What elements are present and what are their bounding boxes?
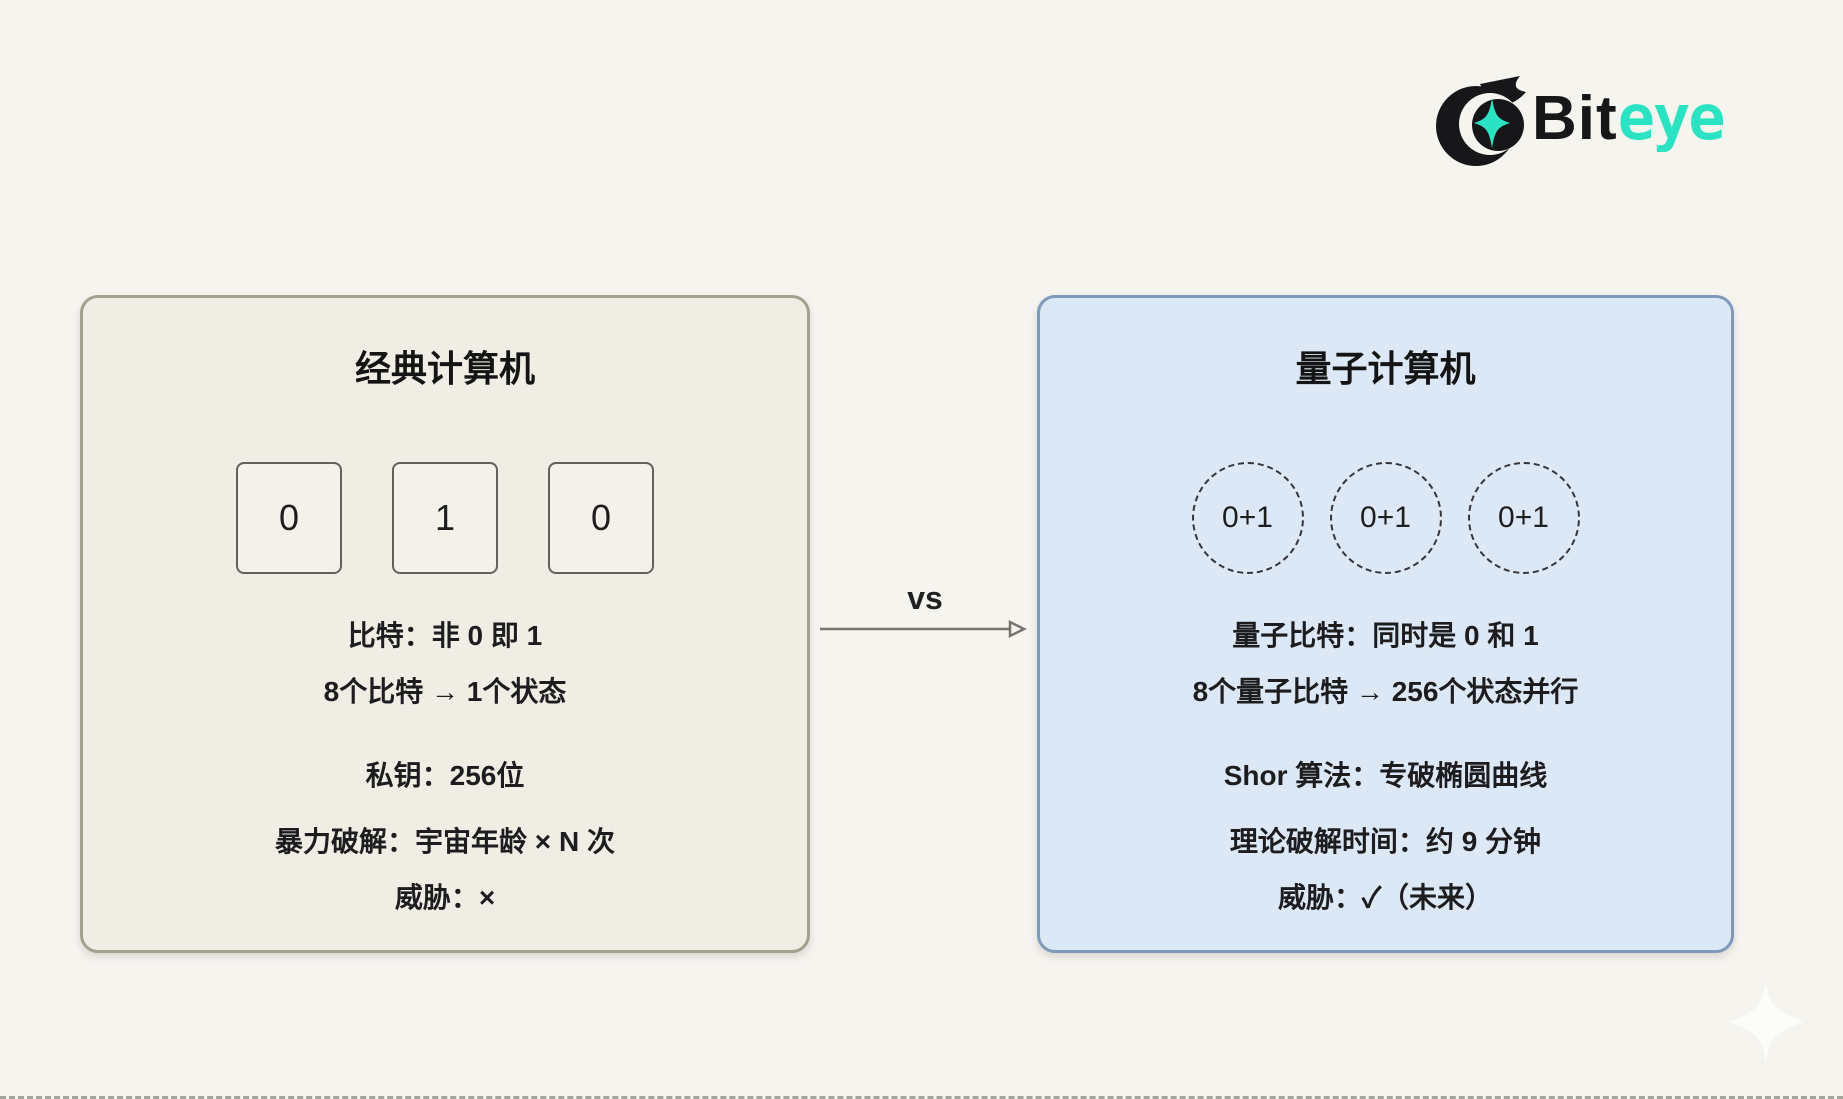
quantum-line-shor: Shor 算法：专破椭圆曲线 (1223, 760, 1548, 791)
qubit-circle: 0+1 (1329, 462, 1442, 574)
bit-box: 0 (236, 462, 342, 574)
logo-sparkle-icon (1474, 98, 1510, 148)
quantum-line-states: 8个量子比特 → 256个状态并行 (1192, 676, 1579, 707)
classic-line-private-key: 私钥：256位 (365, 760, 525, 791)
classic-line-threat: 威胁：× (394, 882, 496, 913)
bit-box: 0 (548, 462, 654, 574)
vs-arrow-icon (820, 619, 1027, 639)
vs-label: vs (907, 580, 943, 616)
logo-text-eye: eye (1617, 80, 1726, 154)
biteye-logo-text: Biteye (1532, 70, 1726, 167)
classic-line-brute-force: 暴力破解：宇宙年龄 × N 次 (275, 826, 615, 857)
classic-line-states: 8个比特 → 1个状态 (323, 676, 567, 707)
quantum-card-title: 量子计算机 (1295, 348, 1476, 389)
bit-box: 1 (392, 462, 498, 574)
biteye-logo: Biteye (1432, 70, 1726, 167)
quantum-line-qubit-definition: 量子比特：同时是 0 和 1 (1232, 620, 1539, 651)
corner-sparkle-icon (1728, 980, 1804, 1064)
qubit-circle: 0+1 (1467, 462, 1580, 574)
classic-computer-card: 经典计算机 0 1 0 比特：非 0 即 1 8个比特 → 1个状态 私钥：25… (80, 295, 810, 953)
logo-text-bit: Bit (1532, 83, 1618, 153)
classic-card-title: 经典计算机 (354, 348, 535, 389)
quantum-line-threat: 威胁：✓（未来） (1277, 882, 1494, 913)
qubit-circle: 0+1 (1191, 462, 1304, 574)
quantum-line-crack-time: 理论破解时间：约 9 分钟 (1229, 826, 1542, 857)
quantum-computer-card: 量子计算机 0+1 0+1 0+1 量子比特：同时是 0 和 1 8个量子比特 … (1037, 295, 1734, 953)
classic-line-bit-definition: 比特：非 0 即 1 (347, 620, 543, 651)
biteye-logo-mark-icon (1436, 76, 1526, 166)
qubit-circles-row: 0+1 0+1 0+1 (1040, 460, 1731, 576)
bottom-edge-line (0, 1096, 1843, 1099)
bit-boxes-row: 0 1 0 (83, 460, 807, 576)
